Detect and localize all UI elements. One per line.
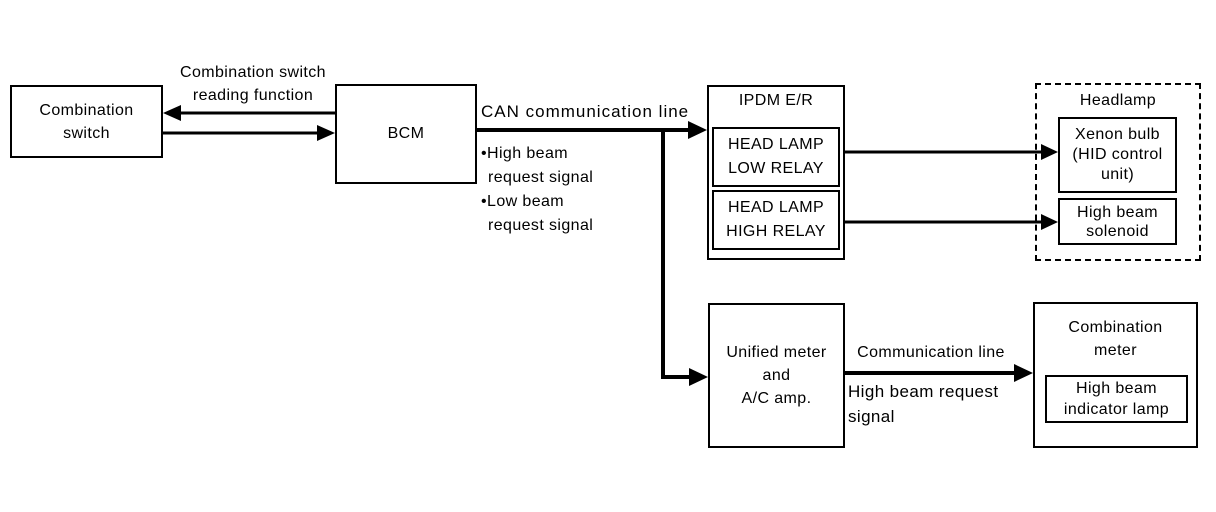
- bcm-box: BCM: [335, 84, 477, 184]
- bullet-text: Low beam: [487, 193, 565, 210]
- headlamp-title: Headlamp: [1079, 92, 1157, 109]
- bullet-item: •Low beam request signal: [481, 190, 593, 238]
- xenon-bulb-box: Xenon bulb (HID control unit): [1058, 117, 1177, 193]
- combination-meter-box: Combination meter High beam indicator la…: [1033, 302, 1198, 448]
- bullet-text: request signal: [488, 169, 594, 186]
- arrow-combination-switch-to-bcm: [163, 125, 335, 141]
- head-lamp-low-relay-box: HEAD LAMP LOW RELAY: [712, 127, 840, 187]
- communication-line-label: Communication line: [857, 344, 1005, 361]
- unified-meter-box: Unified meter and A/C amp.: [708, 303, 845, 448]
- low-relay-output-line: [845, 144, 1058, 160]
- combination-switch-label: Combination: [39, 101, 134, 119]
- combination-meter-title: Combination: [1068, 319, 1163, 336]
- bullet-item: •High beam request signal: [481, 142, 593, 190]
- head-lamp-high-relay-box: HEAD LAMP HIGH RELAY: [712, 190, 840, 250]
- bullet-marker: •: [481, 193, 488, 210]
- combination-meter-title: meter: [1094, 342, 1137, 359]
- can-line-label: CAN communication line: [481, 102, 690, 121]
- high-beam-solenoid-box: High beam solenoid: [1058, 198, 1177, 245]
- high-relay-output-line: [845, 214, 1058, 230]
- combination-switch-label: switch: [63, 124, 110, 142]
- arrow-bcm-to-combination-switch: [163, 105, 335, 121]
- meter-communication-line: [845, 364, 1033, 382]
- high-beam-request-label: High beam request signal: [848, 382, 999, 426]
- can-communication-line: [477, 121, 707, 139]
- bullet-marker: •: [481, 145, 488, 162]
- reading-function-label: Combination switch reading function: [180, 64, 326, 104]
- bullet-text: High beam: [487, 145, 568, 162]
- headlamp-box: Headlamp Xenon bulb (HID control unit) H…: [1035, 83, 1201, 261]
- combination-switch-box: Combination switch: [10, 85, 163, 158]
- bullet-text: request signal: [488, 217, 594, 234]
- ipdm-er-box: IPDM E/R HEAD LAMP LOW RELAY HEAD LAMP H…: [707, 85, 845, 260]
- bcm-label: BCM: [387, 125, 425, 142]
- signal-bullet-list: •High beam request signal •Low beam requ…: [481, 142, 593, 238]
- ipdm-er-title: IPDM E/R: [738, 92, 814, 109]
- can-branch-to-unified-meter: [661, 128, 708, 386]
- high-beam-indicator-lamp-box: High beam indicator lamp: [1045, 375, 1188, 423]
